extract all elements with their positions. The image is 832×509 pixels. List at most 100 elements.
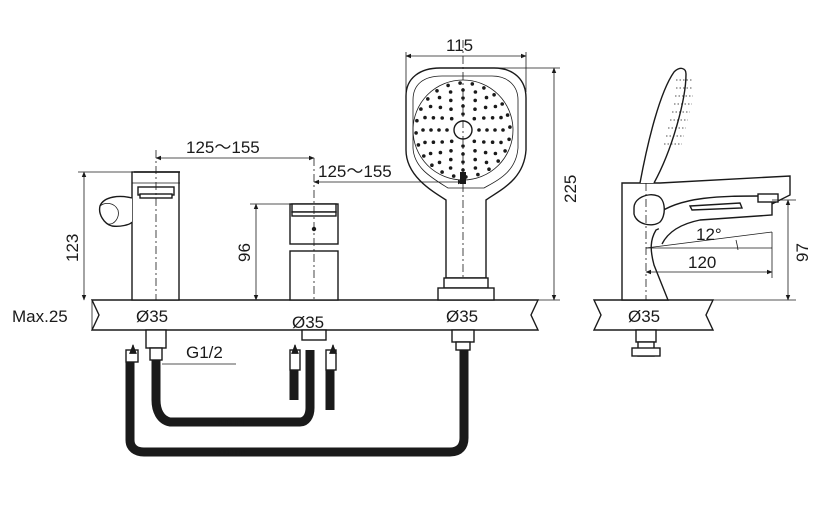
nozzle-dot (493, 128, 497, 132)
nozzle-dot (438, 105, 443, 110)
nozzle-dot (448, 90, 453, 94)
nozzle-dot (485, 128, 489, 132)
dim-hole-3: Ø35 (446, 307, 478, 326)
nozzle-dot (483, 150, 488, 155)
nozzle-dot (490, 140, 495, 144)
nozzle-dot (423, 115, 427, 120)
nozzle-dot (505, 113, 510, 117)
nozzle-dot (503, 149, 507, 153)
nozzle-dot (472, 139, 477, 144)
nozzle-dot (493, 151, 498, 156)
hoses (125, 344, 469, 457)
nozzle-dot (421, 128, 425, 132)
nozzle-dot (437, 128, 441, 132)
nozzle-dot (472, 116, 477, 121)
nozzle-dot (445, 128, 449, 132)
nozzle-dot (470, 82, 475, 86)
spout-body (98, 150, 180, 301)
nozzle-dot (440, 116, 445, 120)
nozzle-dot (490, 116, 495, 120)
nozzle-dot (440, 170, 444, 174)
nozzle-dot (500, 102, 505, 106)
dim-spout-height: 123 (63, 234, 82, 262)
nozzle-dot (484, 95, 489, 100)
nozzle-dot (437, 95, 442, 100)
nozzle-dot (428, 104, 433, 109)
nozzle-dot (501, 128, 505, 132)
dim-hole-2: Ø35 (292, 313, 324, 332)
nozzle-dot (431, 116, 436, 120)
dimension-lines (78, 52, 796, 365)
dim-hand-shower-width: 115 (446, 36, 473, 55)
nozzle-dot (426, 97, 430, 101)
hand-shower (405, 40, 527, 301)
nozzle-dot (499, 115, 503, 120)
nozzle-dot (428, 151, 433, 156)
nozzle-dot (437, 160, 442, 165)
nozzle-dot (483, 105, 488, 110)
nozzle-dot (493, 104, 498, 109)
nozzle-dot (461, 96, 465, 100)
nozzle-dot (473, 90, 478, 94)
nozzle-dot (423, 140, 427, 145)
dim-shower-height: 225 (561, 175, 580, 203)
nozzle-dot (507, 137, 511, 142)
nozzle-dot (458, 81, 462, 85)
dim-thread: G1/2 (186, 343, 223, 362)
dim-hole-4: Ø35 (628, 307, 660, 326)
nozzle-dot (449, 116, 454, 121)
nozzle-dot (438, 150, 443, 155)
nozzle-dot (461, 160, 465, 164)
nozzle-dot (415, 118, 419, 123)
nozzle-dot (435, 89, 439, 93)
nozzle-dot (461, 144, 465, 148)
dim-hole-1: Ø35 (136, 307, 168, 326)
dim-distance-1: 125～155 (186, 138, 260, 157)
nozzle-dot (482, 116, 486, 120)
nozzle-dot (448, 166, 453, 170)
nozzle-dot (414, 131, 418, 135)
dim-spout-reach: 120 (688, 253, 716, 272)
dim-side-height: 97 (793, 243, 812, 262)
nozzle-dot (482, 140, 486, 144)
nozzle-dot (449, 157, 453, 162)
nozzle-dot (419, 107, 423, 111)
nozzle-dot (440, 140, 445, 144)
nozzle-dot (449, 139, 454, 144)
nozzle-dot (496, 159, 501, 163)
connectors (145, 329, 661, 361)
dim-deck-thickness: Max.25 (12, 307, 68, 326)
hose-length-2: 2000mm (216, 448, 247, 457)
dim-angle: 12° (696, 225, 722, 244)
nozzle-dot (430, 163, 434, 167)
nozzle-dot (446, 83, 450, 88)
mixer-body (289, 158, 339, 301)
dim-mixer-height: 96 (235, 243, 254, 262)
nozzle-dot (431, 140, 436, 144)
nozzle-dot (473, 149, 477, 153)
nozzle-dot (473, 166, 478, 170)
nozzle-dot (429, 128, 433, 132)
nozzle-dot (484, 160, 489, 165)
hose-length-1: 400mm (218, 418, 245, 427)
nozzle-dot (473, 98, 478, 103)
side-view (621, 67, 791, 301)
nozzle-dot (422, 154, 426, 158)
nozzle-dot (416, 143, 421, 147)
nozzle-dot (451, 174, 456, 178)
nozzle-dot (476, 172, 480, 177)
nozzle-dot (508, 125, 512, 129)
nozzle-dot (449, 107, 453, 111)
nozzle-dot (473, 107, 477, 111)
nozzle-dot (449, 149, 453, 153)
nozzle-dot (499, 140, 503, 145)
nozzle-dot (449, 98, 453, 103)
nozzle-dot (487, 167, 491, 171)
nozzle-dot (473, 157, 478, 162)
nozzle-dot (482, 86, 486, 90)
dim-distance-2: 125～155 (318, 162, 392, 181)
shower-nozzles (414, 81, 512, 179)
nozzle-dot (477, 128, 481, 132)
nozzle-dot (492, 93, 496, 97)
